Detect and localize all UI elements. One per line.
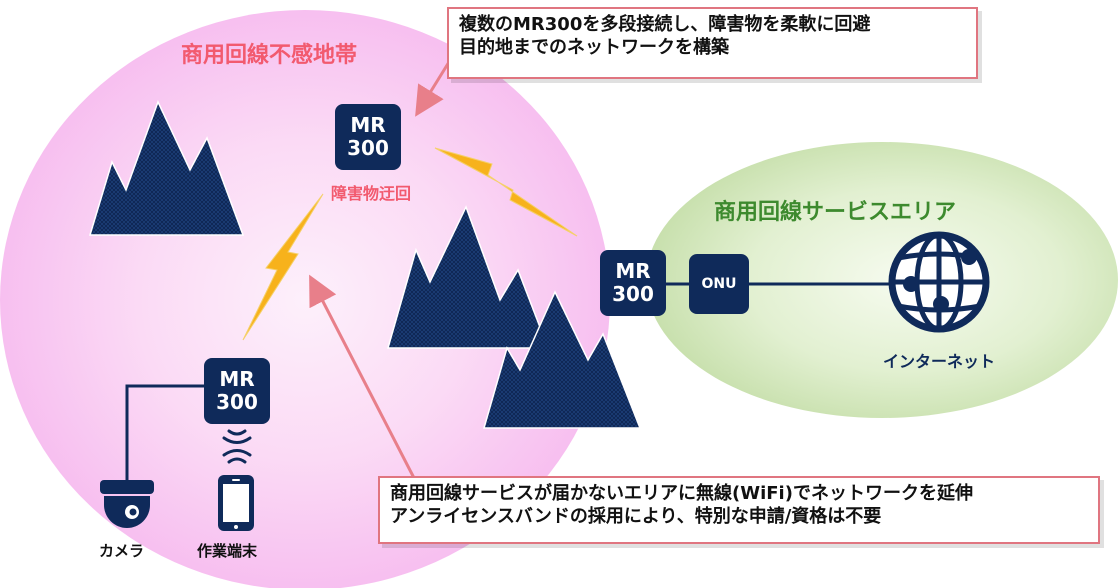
mr300-router-bottom: MR 300 xyxy=(204,358,270,424)
mr300-model: 300 xyxy=(347,136,389,160)
callout-wifi-extension-line1: 商用回線サービスが届かないエリアに無線(WiFi)でネットワークを延伸 xyxy=(390,483,973,504)
onu-label: ONU xyxy=(701,275,737,292)
mr300-router-gateway: MR 300 xyxy=(600,250,666,316)
camera-label: カメラ xyxy=(99,542,145,560)
mr300-router-top: MR 300 xyxy=(335,104,401,170)
arrow-to-top-mr xyxy=(415,61,451,117)
callout-wifi-extension-line2: アンライセンスバンドの採用により、特別な申請/資格は不要 xyxy=(390,506,882,528)
mr300-label: MR xyxy=(219,367,255,391)
internet-label: インターネット xyxy=(883,352,996,371)
mountain-icon xyxy=(483,290,642,429)
callout-multi-hop-line1: 複数のMR300を多段接続し、障害物を柔軟に回避 xyxy=(459,14,871,35)
mr300-model: 300 xyxy=(216,390,258,414)
smartphone-icon xyxy=(218,475,254,531)
terminal-label: 作業端末 xyxy=(197,542,258,560)
arrow-to-no-service xyxy=(309,274,416,479)
lightning-icon xyxy=(242,193,324,341)
callout-multi-hop-line2: 目的地までのネットワークを構築 xyxy=(459,37,729,59)
service-area-zone-title: 商用回線サービスエリア xyxy=(714,200,957,225)
lightning-icon xyxy=(434,147,578,237)
wifi-icon xyxy=(222,429,252,464)
service-area-zone xyxy=(646,142,1118,418)
callout-wifi-extension: 商用回線サービスが届かないエリアに無線(WiFi)でネットワークを延伸 アンライ… xyxy=(378,476,1100,544)
camera-cable xyxy=(125,384,208,480)
globe-icon xyxy=(888,231,990,333)
detour-label: 障害物迂回 xyxy=(331,184,412,203)
onu-device: ONU xyxy=(689,254,749,314)
callout-multi-hop: 複数のMR300を多段接続し、障害物を柔軟に回避 目的地までのネットワークを構築 xyxy=(447,7,978,79)
camera-icon xyxy=(100,480,154,528)
mr300-label: MR xyxy=(615,259,651,283)
mountain-icon xyxy=(88,100,245,236)
no-service-zone-title: 商用回線不感地帯 xyxy=(181,43,358,68)
mr300-model: 300 xyxy=(612,282,654,306)
mr300-label: MR xyxy=(350,113,386,137)
